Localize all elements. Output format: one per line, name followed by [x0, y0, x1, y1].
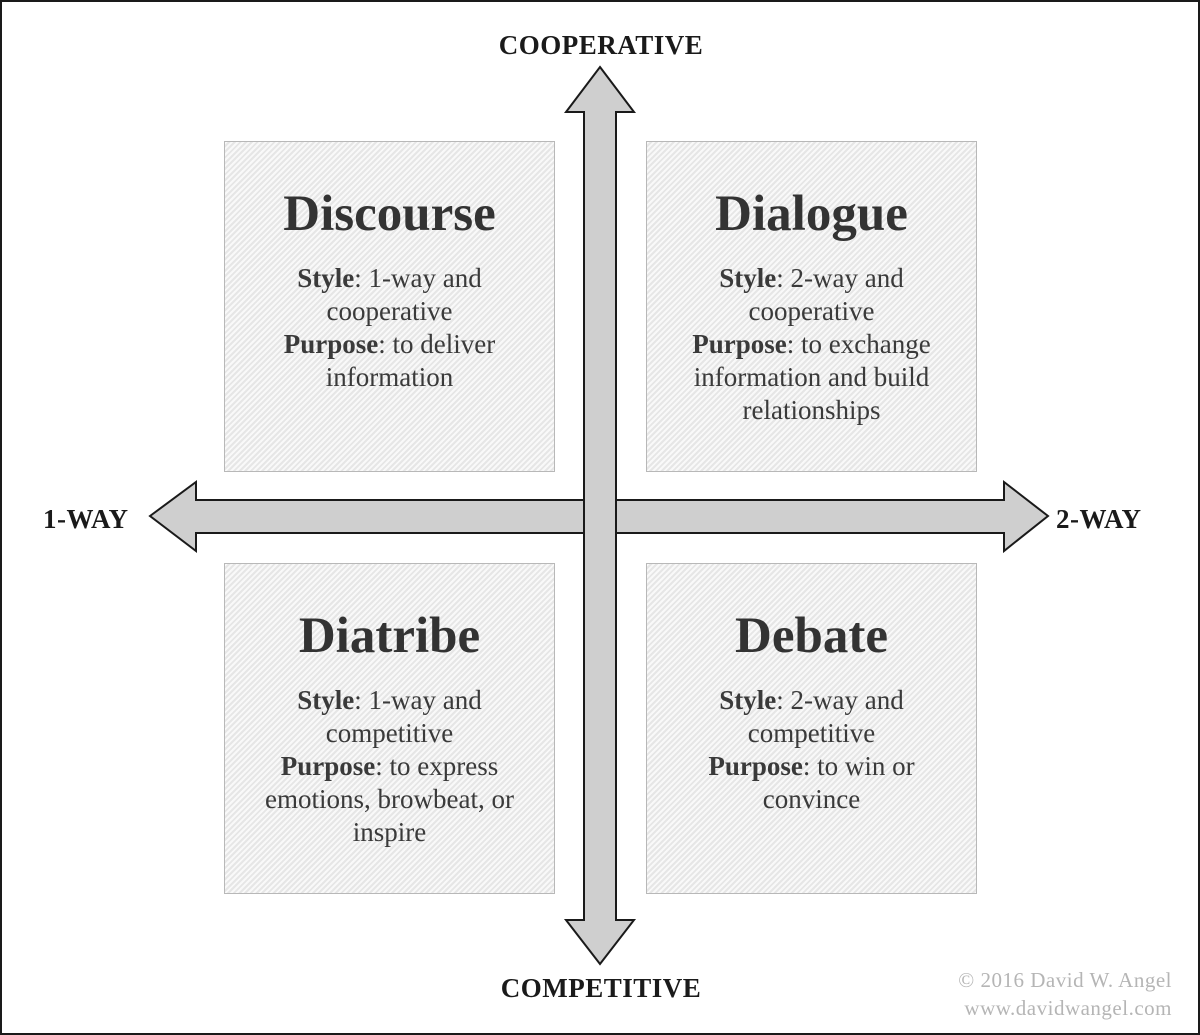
- purpose-text: : to express emotions, browbeat, or insp…: [265, 751, 514, 847]
- axis-label-competitive: COMPETITIVE: [500, 973, 702, 1003]
- purpose-label: Purpose: [708, 751, 803, 781]
- style-text: : 1-way and competitive: [325, 685, 482, 748]
- style-line: Style: 2-way and competitive: [665, 684, 958, 750]
- axis-label-1-way: 1-WAY: [43, 504, 129, 534]
- purpose-label: Purpose: [283, 329, 379, 359]
- quadrant-debate: Debate Style: 2-way and competitive Purp…: [646, 563, 977, 894]
- purpose-text: : to win or convince: [762, 751, 915, 814]
- style-label: Style: [297, 685, 355, 715]
- quadrant-body: Style: 1-way and cooperative Purpose: to…: [225, 262, 554, 394]
- style-line: Style: 1-way and cooperative: [243, 262, 536, 328]
- style-label: Style: [719, 263, 777, 293]
- copyright-line: © 2016 David W. Angel: [958, 968, 1172, 992]
- quadrant-body: Style: 2-way and cooperative Purpose: to…: [647, 262, 976, 427]
- style-text: : 2-way and competitive: [747, 685, 904, 748]
- quadrant-title: Dialogue: [715, 186, 908, 242]
- purpose-line: Purpose: to exchange information and bui…: [665, 328, 958, 427]
- purpose-text: : to exchange information and build rela…: [693, 329, 931, 425]
- style-label: Style: [719, 685, 777, 715]
- axis-label-2-way: 2-WAY: [1056, 504, 1142, 534]
- quadrant-title: Discourse: [283, 186, 496, 242]
- style-text: : 2-way and cooperative: [748, 263, 904, 326]
- website-line: www.davidwangel.com: [964, 996, 1172, 1020]
- purpose-line: Purpose: to express emotions, browbeat, …: [243, 750, 536, 849]
- purpose-text: : to deliver information: [325, 329, 496, 392]
- purpose-label: Purpose: [280, 751, 376, 781]
- copyright-notice: © 2016 David W. Angel www.davidwangel.co…: [958, 966, 1172, 1022]
- axis-label-cooperative: COOPERATIVE: [498, 30, 704, 60]
- quadrant-dialogue: Dialogue Style: 2-way and cooperative Pu…: [646, 141, 977, 472]
- style-line: Style: 2-way and cooperative: [665, 262, 958, 328]
- quadrant-body: Style: 1-way and competitive Purpose: to…: [225, 684, 554, 849]
- axis-crossing: [585, 501, 615, 532]
- purpose-line: Purpose: to win or convince: [665, 750, 958, 816]
- purpose-label: Purpose: [692, 329, 787, 359]
- style-line: Style: 1-way and competitive: [243, 684, 536, 750]
- quadrant-title: Debate: [735, 608, 888, 664]
- style-text: : 1-way and cooperative: [326, 263, 482, 326]
- style-label: Style: [297, 263, 355, 293]
- quadrant-discourse: Discourse Style: 1-way and cooperative P…: [224, 141, 555, 472]
- quadrant-diatribe: Diatribe Style: 1-way and competitive Pu…: [224, 563, 555, 894]
- quadrant-body: Style: 2-way and competitive Purpose: to…: [647, 684, 976, 816]
- purpose-line: Purpose: to deliver information: [243, 328, 536, 394]
- quadrant-title: Diatribe: [298, 608, 481, 664]
